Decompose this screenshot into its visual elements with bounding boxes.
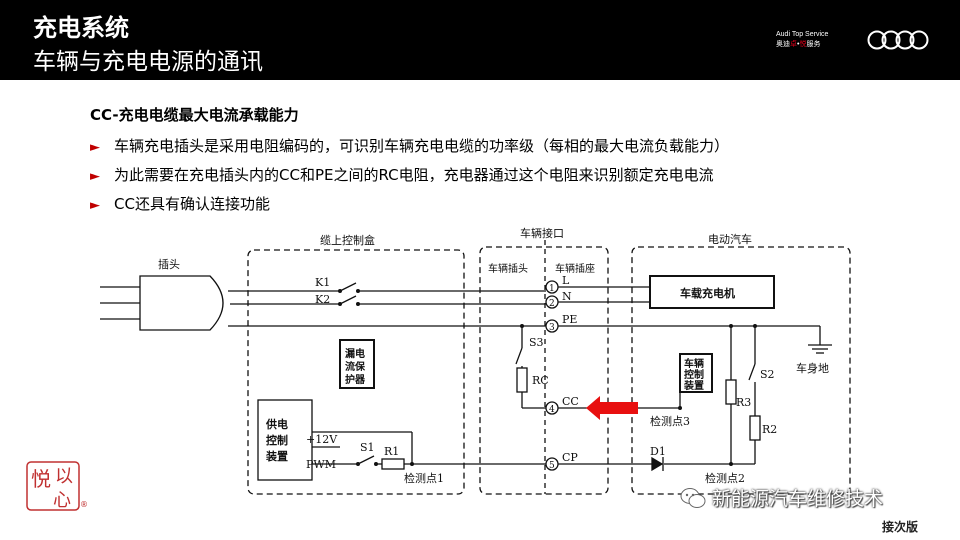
svg-text:1: 1 — [549, 284, 555, 294]
svg-text:CP: CP — [562, 451, 578, 464]
header-subtitle: 车辆与充电电源的通讯 — [33, 49, 263, 75]
svg-text:2: 2 — [549, 299, 555, 309]
svg-text:漏电: 漏电 — [345, 347, 365, 360]
vehicle-control-block — [679, 353, 713, 393]
svg-text:N: N — [562, 290, 572, 303]
svg-text:S1: S1 — [360, 441, 375, 454]
svg-text:车身地: 车身地 — [796, 361, 829, 375]
svg-text:悦: 悦 — [31, 467, 51, 491]
brand-logo: Audi Top Service 奥迪卓•悦服务 — [776, 30, 828, 50]
svg-text:车辆: 车辆 — [684, 357, 704, 370]
label-vehicle-socket: 车辆插座 — [555, 262, 595, 275]
label-vehicle-interface: 车辆接口 — [520, 226, 564, 240]
label-ev: 电动汽车 — [708, 232, 752, 246]
bullet-item: ►车辆充电插头是采用电阻编码的，可识别车辆充电电缆的功率级（每相的最大电流负载能… — [90, 137, 730, 155]
label-plug: 插头 — [158, 257, 180, 271]
header-bar: 充电系统 车辆与充电电源的通讯 Audi Top Service 奥迪卓•悦服务 — [0, 0, 960, 80]
svg-text:R3: R3 — [736, 396, 751, 409]
svg-text:L: L — [562, 274, 570, 287]
label-control-box: 缆上控制盒 — [320, 233, 375, 247]
svg-text:控制: 控制 — [266, 433, 288, 447]
bullet-item: ►CC还具有确认连接功能 — [90, 195, 270, 213]
svg-text:D1: D1 — [650, 445, 666, 458]
onboard-charger-block — [649, 275, 775, 309]
svg-text:S3: S3 — [529, 336, 544, 349]
cc-red-arrow — [586, 396, 638, 420]
svg-text:R2: R2 — [762, 423, 777, 436]
label-vehicle-plug: 车辆插头 — [488, 262, 528, 275]
plug-shape — [139, 275, 224, 331]
slide-title: CC-充电电缆最大电流承载能力 — [90, 106, 299, 124]
svg-text:检测点3: 检测点3 — [650, 414, 690, 428]
svg-text:供电: 供电 — [265, 417, 288, 431]
charging-circuit-diagram: 插头 缆上控制盒 车辆接口 车辆插头 车辆插座 电动汽车 K1 K2 漏电 流保… — [100, 226, 851, 495]
svg-text:装置: 装置 — [265, 449, 288, 463]
svg-text:PWM: PWM — [306, 458, 336, 471]
svg-text:R1: R1 — [384, 445, 399, 458]
svg-text:护器: 护器 — [345, 373, 366, 386]
audi-rings-logo — [867, 30, 929, 50]
svg-text:RC: RC — [532, 374, 549, 387]
bullet-arrow-icon: ► — [90, 140, 100, 155]
svg-text:S2: S2 — [760, 368, 775, 381]
svg-text:K2: K2 — [315, 293, 330, 306]
corner-text: 接次版 — [882, 520, 919, 534]
label-charger: 车载充电机 — [680, 286, 735, 300]
watermark-text: 新能源汽车维修技术 — [712, 488, 884, 510]
supply-control-box — [257, 399, 313, 481]
bullet-arrow-icon: ► — [90, 198, 100, 213]
seal-stamp: 悦 以 心 — [26, 461, 80, 511]
ev-frame — [631, 246, 851, 495]
brand-line1: Audi Top Service — [776, 31, 829, 38]
control-box-frame — [247, 249, 465, 495]
bullet-item: ►为此需要在充电插头内的CC和PE之间的RC电阻，充电器通过这个电阻来识别额定充… — [90, 166, 714, 184]
svg-text:装置: 装置 — [683, 379, 704, 392]
svg-text:3: 3 — [549, 323, 555, 333]
svg-text:以: 以 — [55, 466, 73, 487]
brand-line2: 奥迪卓•悦服务 — [776, 41, 821, 48]
svg-text:+12V: +12V — [306, 433, 338, 446]
rcd-block — [339, 339, 375, 389]
bullet-arrow-icon: ► — [90, 169, 100, 184]
svg-text:心: 心 — [53, 490, 71, 511]
svg-text:CC: CC — [562, 395, 579, 408]
wechat-icon — [680, 487, 706, 508]
vehicle-interface-frame — [479, 246, 609, 495]
header-title: 充电系统 — [33, 14, 129, 42]
svg-text:K1: K1 — [315, 276, 330, 289]
bullet-list: ►车辆充电插头是采用电阻编码的，可识别车辆充电电缆的功率级（每相的最大电流负载能… — [90, 136, 729, 223]
svg-text:5: 5 — [549, 461, 555, 471]
svg-text:检测点2: 检测点2 — [705, 471, 745, 485]
svg-text:检测点1: 检测点1 — [404, 471, 444, 485]
registered-mark: ® — [80, 500, 88, 509]
svg-text:PE: PE — [562, 313, 577, 326]
svg-text:控制: 控制 — [684, 368, 704, 381]
svg-text:流保: 流保 — [345, 360, 366, 373]
svg-text:4: 4 — [549, 405, 555, 415]
diode-symbol — [651, 456, 664, 472]
watermark: 新能源汽车维修技术 — [680, 484, 883, 511]
